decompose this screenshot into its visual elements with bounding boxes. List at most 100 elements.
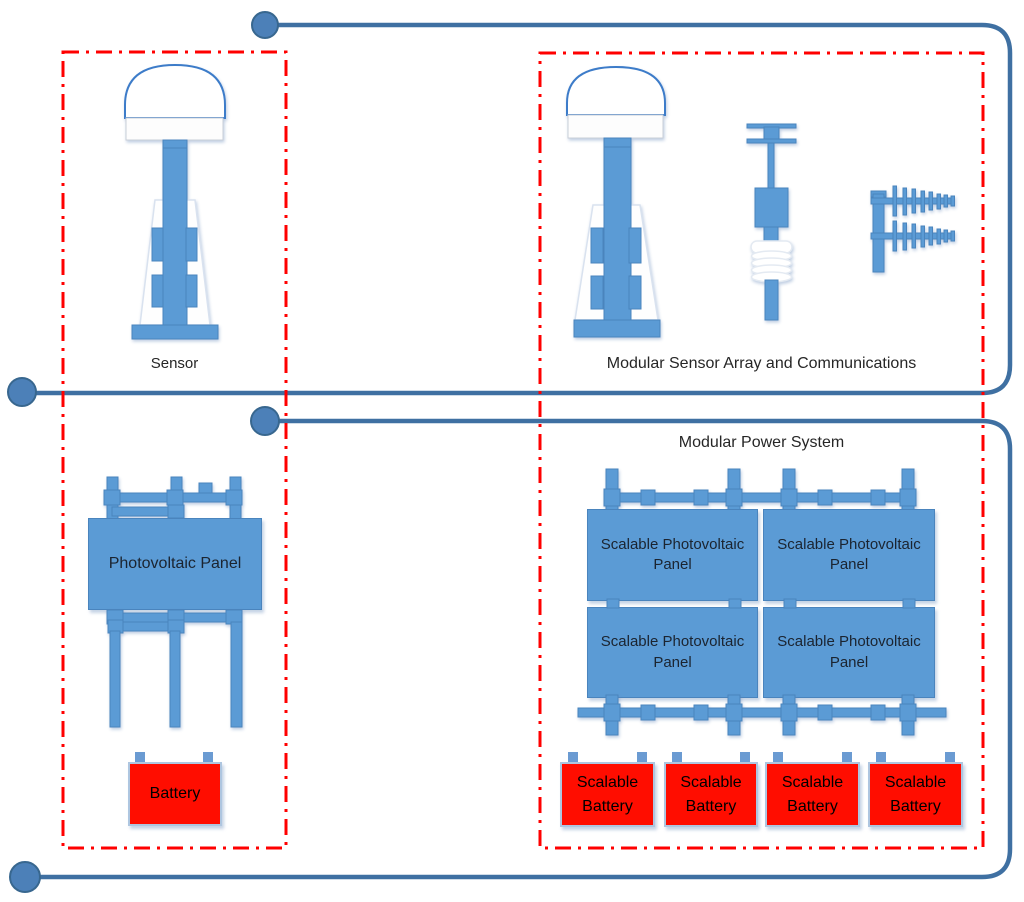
- frame-leg: [109, 630, 121, 728]
- yagi-element: [950, 230, 955, 242]
- tower-side-box: [185, 274, 198, 308]
- yagi-element: [892, 220, 897, 252]
- power-bracket-connector: [9, 406, 1013, 893]
- frame-block: [603, 488, 621, 507]
- scalable-panel-label: Scalable Photovoltaic Panel: [777, 535, 921, 573]
- battery-terminal: [203, 752, 213, 763]
- frame-block: [870, 704, 886, 721]
- frame-block: [166, 489, 184, 506]
- power-system-caption: Modular Power System: [678, 434, 845, 451]
- frame-shapes: [103, 476, 243, 521]
- tower-side-box: [628, 227, 642, 264]
- yagi-element: [936, 228, 941, 245]
- scalable-photovoltaic-panel: Scalable Photovoltaic Panel: [763, 509, 935, 601]
- frame-block: [640, 704, 656, 721]
- power-bracket-end-node: [9, 861, 41, 893]
- array-frame-top-icon: [603, 468, 917, 514]
- tower-side-box: [185, 227, 198, 262]
- single-module-boundary: [61, 50, 288, 850]
- yagi-element: [911, 188, 916, 214]
- antenna-rod: [767, 142, 775, 189]
- tower-pole: [162, 139, 188, 326]
- frame-block: [640, 489, 656, 506]
- sensor-tower-icon: [566, 65, 666, 338]
- yagi-element: [943, 229, 948, 243]
- yagi-boom-upper: [870, 185, 955, 217]
- sensor-tower-shapes: [124, 63, 226, 340]
- scalable-battery: Scalable Battery: [765, 762, 860, 827]
- photovoltaic-panel: Photovoltaic Panel: [88, 518, 262, 610]
- frame-leg: [230, 621, 243, 728]
- scalable-panel-label: Scalable Photovoltaic Panel: [777, 633, 921, 671]
- scalable-photovoltaic-panel: Scalable Photovoltaic Panel: [587, 607, 758, 698]
- yagi-element: [902, 222, 907, 251]
- scalable-battery: Scalable Battery: [868, 762, 963, 827]
- tower-side-box: [628, 275, 642, 310]
- radome-dome: [124, 63, 226, 119]
- battery-terminal: [945, 752, 955, 763]
- frame-shapes: [603, 468, 917, 514]
- scalable-photovoltaic-panel: Scalable Photovoltaic Panel: [763, 607, 935, 698]
- tower-side-box: [590, 227, 604, 264]
- yagi-element: [902, 187, 907, 216]
- frame-block: [225, 489, 243, 506]
- battery-terminal: [568, 752, 578, 763]
- yagi-antenna-icon: [870, 185, 955, 273]
- frame-shapes: [577, 694, 947, 736]
- antenna-body-box: [754, 187, 789, 228]
- scalable-battery: Scalable Battery: [664, 762, 758, 827]
- joint-tab: [783, 598, 797, 609]
- battery-terminal: [672, 752, 682, 763]
- photovoltaic-panel-label: Photovoltaic Panel: [108, 555, 242, 573]
- frame-block: [103, 489, 121, 506]
- battery-terminal: [876, 752, 886, 763]
- tower-side-box: [151, 227, 164, 262]
- frame-block: [780, 488, 798, 507]
- antenna-top-bar: [746, 138, 797, 144]
- tower-side-box: [151, 274, 164, 308]
- frame-block: [780, 703, 798, 722]
- sensor-array-caption: Modular Sensor Array and Communications: [606, 355, 917, 372]
- yagi-element: [928, 191, 933, 211]
- yagi-element: [911, 223, 916, 249]
- scalable-battery-label: Scalable Battery: [884, 774, 947, 815]
- joint-tab: [606, 598, 620, 609]
- frame-block: [725, 488, 743, 507]
- scalable-panel-label: Scalable Photovoltaic Panel: [600, 535, 745, 573]
- frame-block: [817, 704, 833, 721]
- yagi-element: [950, 195, 955, 207]
- yagi-element: [920, 225, 925, 248]
- sensor-tower-shapes: [566, 65, 666, 338]
- scalable-battery: Scalable Battery: [560, 762, 655, 827]
- antenna-pole: [764, 279, 779, 321]
- power-bracket-line: [25, 418, 1013, 880]
- frame-block: [603, 703, 621, 722]
- frame-block: [693, 489, 709, 506]
- frame-block: [167, 504, 185, 519]
- scalable-battery-label: Scalable Battery: [576, 774, 639, 815]
- frame-block: [725, 703, 743, 722]
- whip-antenna-shapes: [746, 123, 797, 321]
- yagi-element: [943, 194, 948, 208]
- scalable-battery-label: Scalable Battery: [680, 774, 742, 815]
- frame-shapes: [106, 609, 243, 728]
- yagi-element: [920, 190, 925, 213]
- frame-block: [899, 703, 917, 722]
- battery-label: Battery: [149, 785, 201, 803]
- modular-system-boundary: [538, 51, 985, 850]
- scalable-battery-label: Scalable Battery: [781, 774, 844, 815]
- sensor-bracket-connector: [7, 11, 1013, 407]
- radome-base: [125, 117, 224, 141]
- scalable-photovoltaic-panel: Scalable Photovoltaic Panel: [587, 509, 758, 601]
- sensor-bracket-end-node: [7, 377, 37, 407]
- joint-tab: [902, 598, 916, 609]
- panel-joint-tabs: [606, 598, 916, 609]
- yagi-element: [936, 193, 941, 210]
- radome-dome: [566, 65, 666, 116]
- frame-block: [817, 489, 833, 506]
- yagi-antenna-shapes: [870, 185, 955, 273]
- battery-terminal: [842, 752, 852, 763]
- yagi-boom-lower: [870, 220, 955, 252]
